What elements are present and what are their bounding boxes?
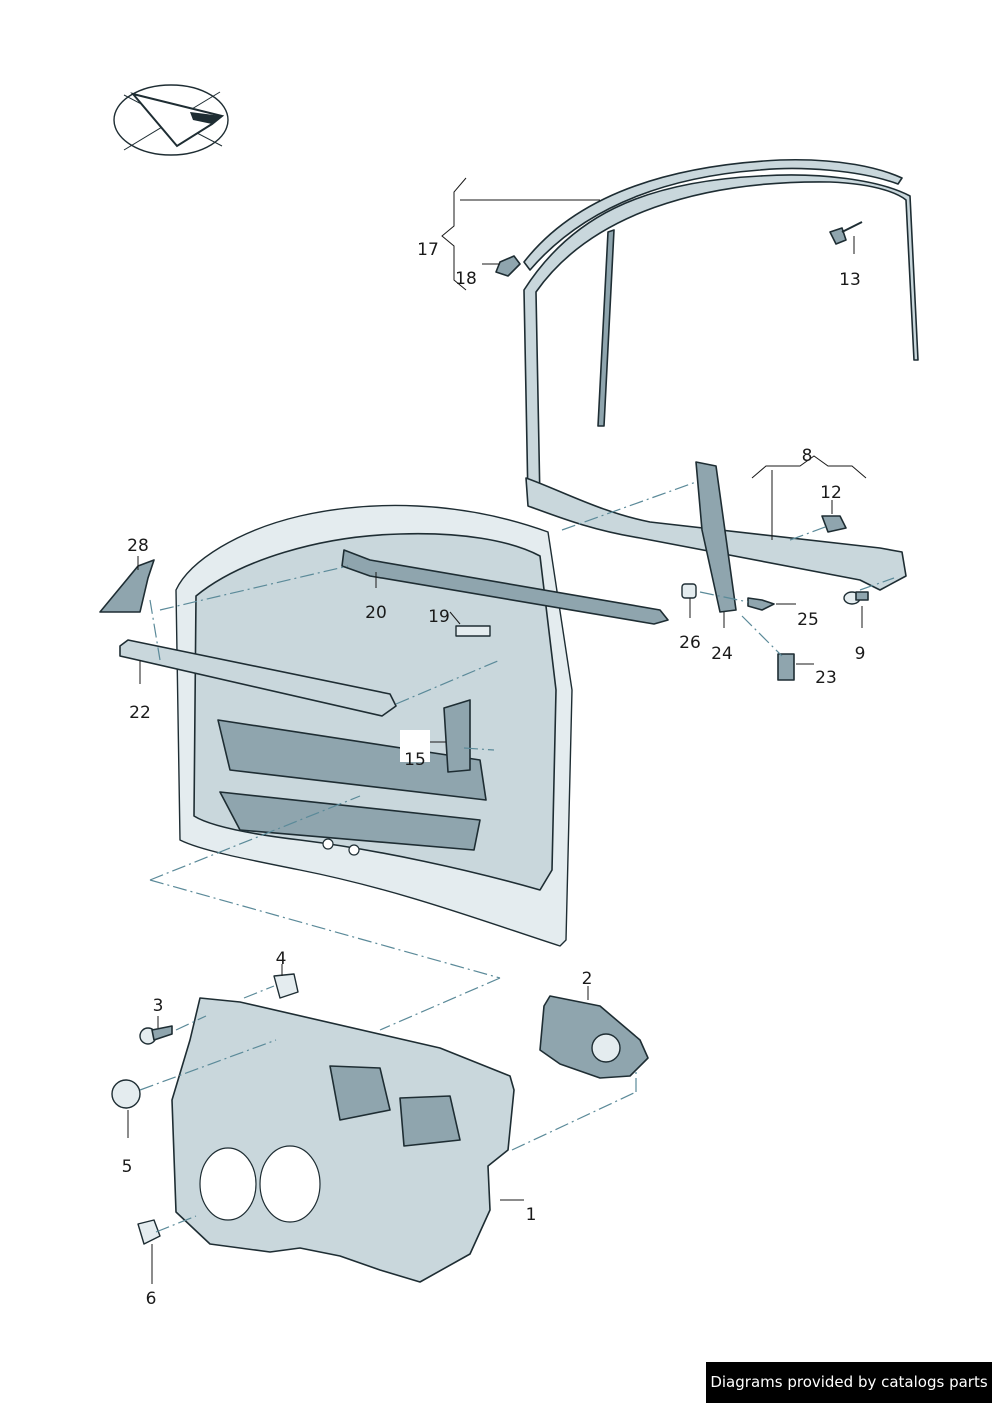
label-19: 19 <box>428 607 450 627</box>
label-17: 17 <box>417 240 439 260</box>
nut-part-4 <box>273 973 299 999</box>
label-20: 20 <box>365 603 387 623</box>
label-1: 1 <box>526 1205 537 1225</box>
assembly-lines <box>139 481 895 1233</box>
cap-part-5 <box>111 1079 141 1109</box>
part-labels: 17 18 13 8 12 28 20 19 25 26 24 9 23 22 … <box>122 240 866 1309</box>
label-3: 3 <box>153 996 164 1016</box>
fastener-part-9 <box>843 591 869 605</box>
label-2: 2 <box>582 969 593 989</box>
label-22: 22 <box>129 703 151 723</box>
label-6: 6 <box>146 1289 157 1309</box>
regulator-carrier-plate <box>171 997 515 1283</box>
label-26: 26 <box>679 633 701 653</box>
mirror-triangle-cover <box>99 559 155 613</box>
bolt-part-25 <box>747 597 775 611</box>
pad-part-23 <box>777 653 795 681</box>
label-24: 24 <box>711 644 733 664</box>
label-23: 23 <box>815 668 837 688</box>
nut-part-26 <box>681 583 697 599</box>
label-28: 28 <box>127 536 149 556</box>
window-frame-seal <box>495 158 919 503</box>
label-8: 8 <box>802 446 813 466</box>
callout-lines <box>127 177 867 1284</box>
clip-part-6 <box>137 1219 161 1245</box>
label-9: 9 <box>855 644 866 664</box>
orientation-arrow-icon <box>113 84 229 156</box>
b-pillar-trim <box>695 461 737 613</box>
credits-footer: Diagrams provided by catalogs parts <box>706 1362 992 1403</box>
label-18: 18 <box>455 269 477 289</box>
label-13: 13 <box>839 270 861 290</box>
label-15-backdrop <box>400 730 430 762</box>
label-4: 4 <box>276 949 287 969</box>
screw-part-3 <box>139 1025 173 1045</box>
inner-weatherstrip <box>119 639 397 717</box>
screw-part-13 <box>829 221 863 245</box>
label-12: 12 <box>820 483 842 503</box>
pad-part-19 <box>455 625 491 637</box>
label-15: 15 <box>404 750 426 770</box>
window-motor <box>539 995 649 1079</box>
belt-strip <box>341 549 669 625</box>
clip-part-12 <box>821 515 847 533</box>
bracket-part-15 <box>443 699 471 773</box>
label-5: 5 <box>122 1157 133 1177</box>
label-25: 25 <box>797 610 819 630</box>
